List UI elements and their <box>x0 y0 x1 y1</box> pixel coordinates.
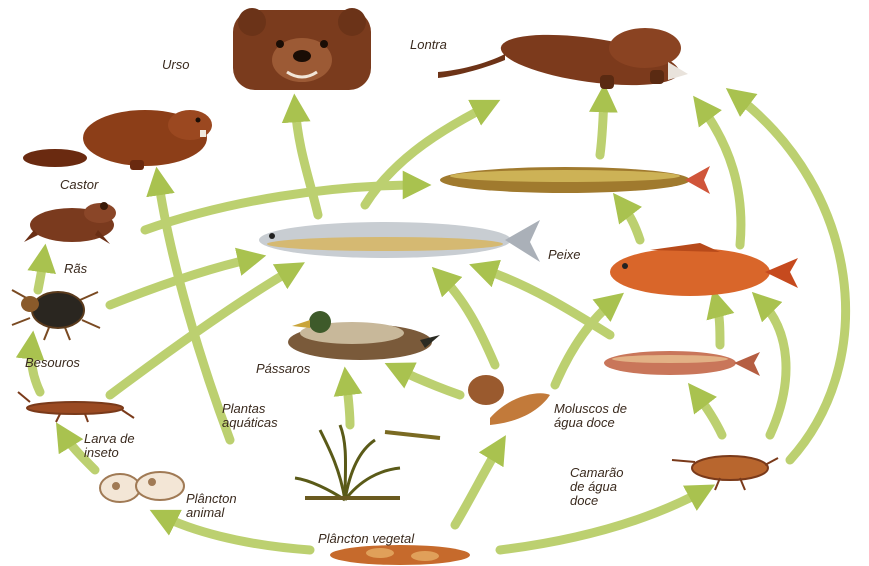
zooplankton-icon <box>100 472 184 502</box>
arrow-plants-to-duck <box>346 378 350 425</box>
arrow-plants-to-fish <box>480 268 610 335</box>
shrimp-icon <box>672 456 778 490</box>
label-camarao: Camarão de água doce <box>570 466 623 508</box>
label-urso: Urso <box>162 58 189 72</box>
arrow-beetle-to-frog <box>38 255 44 290</box>
beetle-icon <box>12 290 100 340</box>
aquatic-plant-icon <box>295 425 440 500</box>
label-moluscos: Moluscos de água doce <box>554 402 627 430</box>
arrow-pike-to-otter <box>600 95 604 155</box>
arrow-mollusc-to-duck <box>395 368 460 395</box>
label-peixe: Peixe <box>548 248 581 262</box>
arrow-mollusc-to-perch <box>555 300 615 385</box>
duck-icon <box>288 311 440 360</box>
phytoplankton-icon <box>330 545 470 565</box>
label-passaros: Pássaros <box>256 362 310 376</box>
otter-icon <box>438 26 688 95</box>
label-larva: Larva de inseto <box>84 432 135 460</box>
arrow-mollusc-to-fish <box>440 275 495 365</box>
arrow-shrimp-to-perch <box>760 300 786 435</box>
small-fish-icon <box>604 351 760 376</box>
label-ras: Rãs <box>64 262 87 276</box>
arrow-perch-to-pike <box>620 202 640 240</box>
arrow-fish-to-bear <box>295 105 318 215</box>
frog-icon <box>24 202 116 244</box>
label-castor: Castor <box>60 178 98 192</box>
bear-icon <box>233 8 371 90</box>
pike-fish-icon <box>440 166 710 194</box>
perch-fish-icon <box>610 243 798 296</box>
arrow-shrimp-to-minnow <box>695 392 722 435</box>
label-besouros: Besouros <box>25 356 80 370</box>
arrow-minnow-to-perch <box>716 300 720 345</box>
label-plancton-vegetal: Plâncton vegetal <box>318 532 414 546</box>
arrow-phyto-to-zooplankton <box>160 515 310 550</box>
insect-larva-icon <box>18 392 134 422</box>
mollusc-icon <box>468 375 550 425</box>
beaver-icon <box>23 110 212 170</box>
label-plantas: Plantas aquáticas <box>222 402 278 430</box>
label-plancton-animal: Plâncton animal <box>186 492 237 520</box>
fish-icon <box>259 220 540 262</box>
arrow-phyto-to-mollusc <box>455 445 500 525</box>
label-lontra: Lontra <box>410 38 447 52</box>
